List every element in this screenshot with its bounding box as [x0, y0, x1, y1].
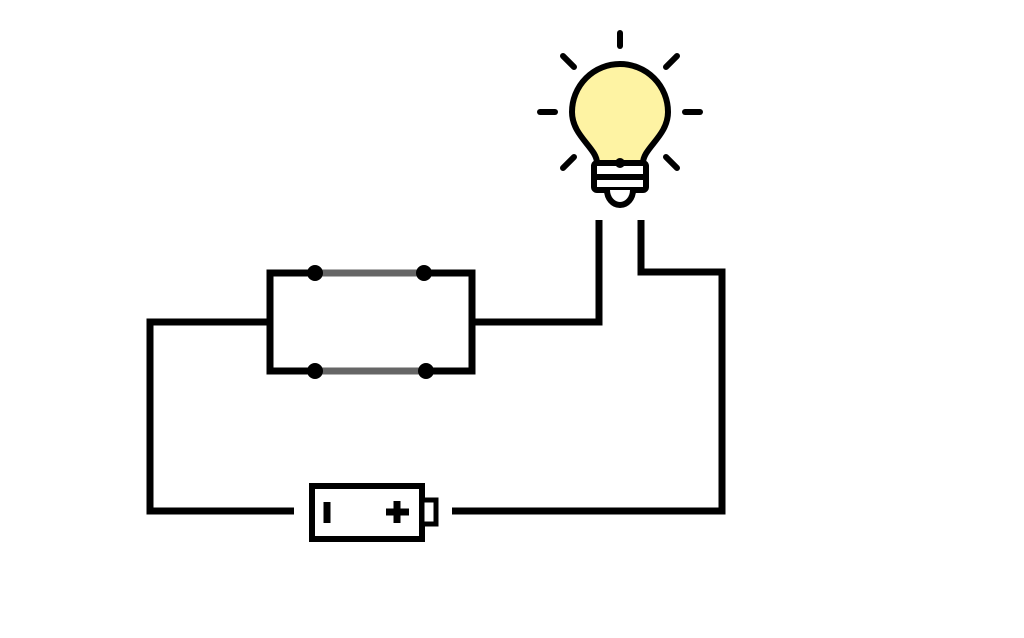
battery-plus-sign — [386, 501, 409, 523]
node-dot — [416, 265, 432, 281]
bulb-glass — [569, 61, 671, 166]
parallel-box-left — [266, 269, 315, 375]
parallel-box-right — [424, 269, 476, 375]
bulb-cap — [604, 187, 636, 208]
wire-left-loop — [146, 318, 294, 515]
light-bulb-icon — [537, 30, 703, 208]
node-dot — [307, 363, 323, 379]
battery-icon — [309, 483, 439, 542]
light-rays — [537, 30, 703, 171]
wire-box-to-bulb — [472, 220, 603, 326]
node-dot — [418, 363, 434, 379]
wire-right-loop — [452, 220, 726, 515]
node-dot — [307, 265, 323, 281]
